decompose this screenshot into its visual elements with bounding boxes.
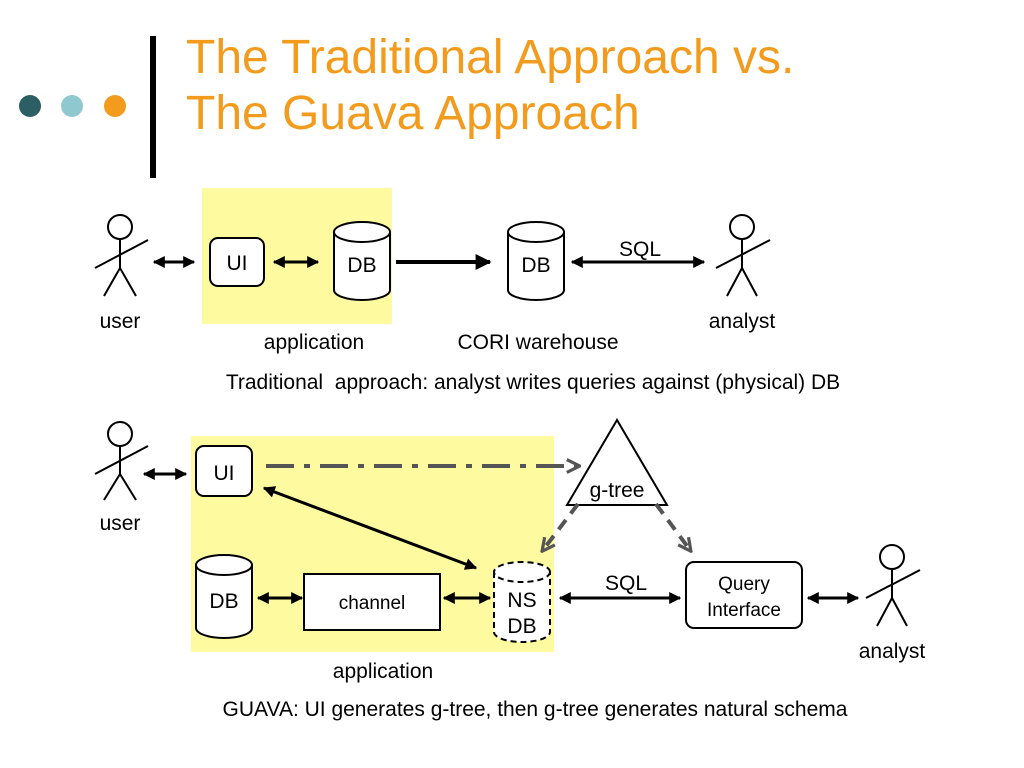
gtree-label: g-tree — [590, 479, 645, 502]
trad-user-label: user — [100, 310, 141, 333]
guava-user-label: user — [100, 512, 141, 535]
query-interface-line1: Query — [718, 574, 770, 595]
trad-application-label: application — [264, 331, 364, 354]
channel-box — [303, 573, 441, 631]
channel-label: channel — [339, 593, 406, 614]
guava-ui-box — [195, 445, 253, 497]
title-line-1: The Traditional Approach vs. — [186, 31, 795, 84]
ns-db-cylinder — [493, 561, 551, 643]
trad-app-db-cylinder — [333, 221, 391, 301]
slide-title: The Traditional Approach vs. The Guava A… — [186, 30, 794, 142]
gtree-triangle — [565, 418, 669, 506]
guava-caption: GUAVA: UI generates g-tree, then g-tree … — [223, 698, 848, 721]
gtree-query-arrow — [654, 502, 690, 550]
decor-dot-orange — [104, 95, 126, 117]
trad-warehouse-db-cylinder — [507, 221, 565, 301]
guava-db-cylinder — [195, 554, 253, 639]
trad-caption: Traditional approach: analyst writes que… — [226, 371, 840, 394]
title-divider — [150, 36, 156, 178]
ns-db-label-line2: DB — [507, 615, 536, 638]
guava-ui-label: UI — [214, 462, 235, 485]
trad-sql-label: SQL — [619, 238, 661, 261]
guava-sql-label: SQL — [605, 572, 647, 595]
trad-app-db-label: DB — [347, 254, 376, 277]
title-line-2: The Guava Approach — [186, 87, 640, 140]
trad-analyst-figure — [715, 214, 771, 297]
trad-warehouse-db-label: DB — [521, 254, 550, 277]
query-interface-line2: Interface — [707, 600, 781, 621]
guava-db-label: DB — [209, 590, 238, 613]
trad-analyst-label: analyst — [709, 310, 776, 333]
guava-application-label: application — [333, 660, 433, 683]
trad-user-figure — [94, 214, 149, 297]
decor-dot-light — [61, 95, 83, 117]
guava-ui-nsdb-arrow — [262, 486, 478, 570]
guava-analyst-figure — [865, 544, 921, 627]
gtree-nsdb-arrow — [543, 502, 580, 550]
guava-analyst-label: analyst — [859, 640, 926, 663]
trad-ui-box — [209, 237, 265, 287]
guava-user-figure — [94, 421, 149, 501]
ns-db-label-line1: NS — [507, 589, 536, 612]
trad-warehouse-label: CORI warehouse — [457, 331, 618, 354]
trad-ui-label: UI — [227, 252, 248, 275]
decor-dot-dark — [19, 95, 41, 117]
query-interface-box — [685, 561, 803, 629]
